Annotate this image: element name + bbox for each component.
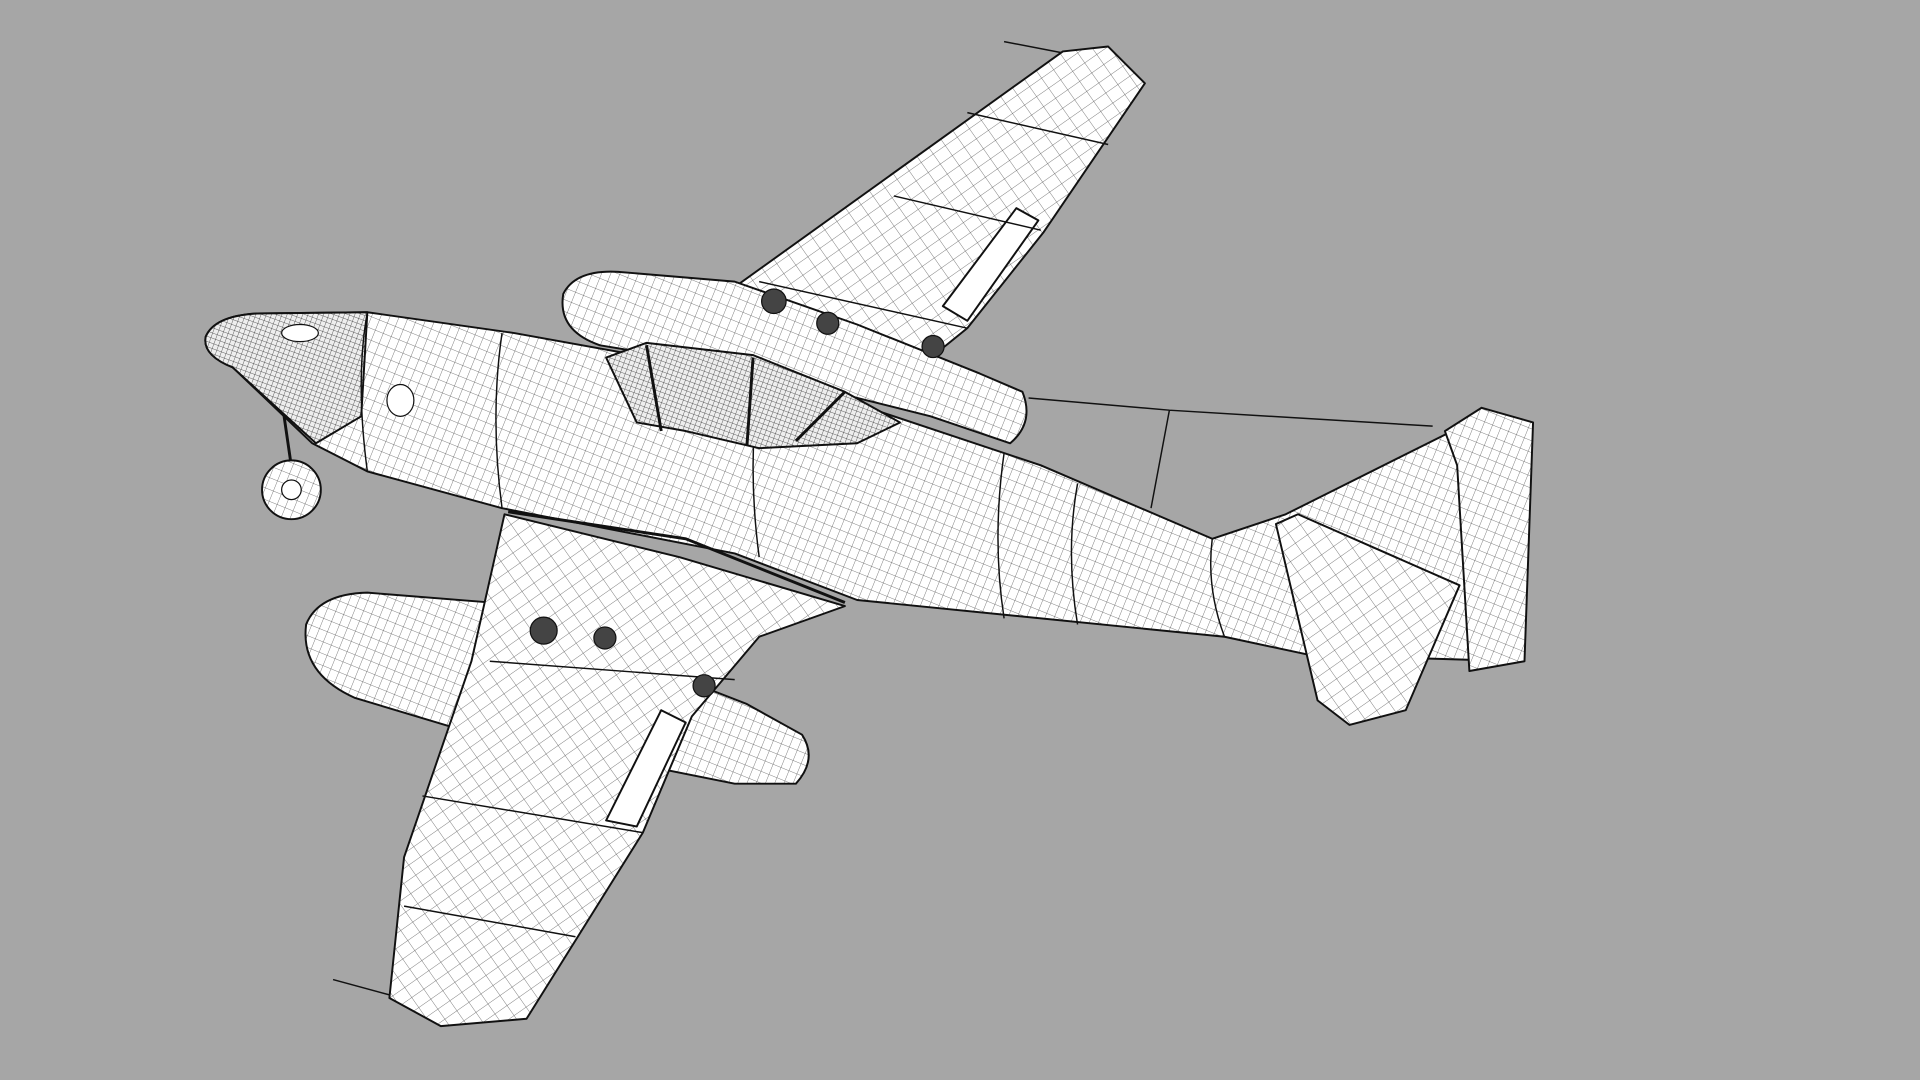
upper-engine-nacelle bbox=[561, 270, 1028, 445]
fuselage-frame-lines bbox=[360, 312, 1226, 637]
nose-hatch bbox=[281, 323, 319, 343]
horizontal-stabilizer bbox=[1274, 513, 1461, 726]
upper-wing-panel-lines bbox=[759, 111, 1109, 329]
lower-wing bbox=[388, 513, 846, 1028]
nose-gear-hub bbox=[281, 479, 302, 501]
upper-wing-flap bbox=[941, 207, 1040, 322]
upper-hatch-3 bbox=[921, 334, 945, 359]
upper-hatch-1 bbox=[761, 288, 787, 315]
canopy-frame bbox=[645, 345, 846, 446]
nose-cone bbox=[204, 311, 369, 445]
upper-wingtip-pitot bbox=[1003, 40, 1068, 55]
fuselage-hatch bbox=[386, 383, 415, 417]
vertical-fin bbox=[1443, 406, 1535, 672]
upper-hatch-2 bbox=[816, 311, 840, 335]
lower-wing-panel-lines bbox=[403, 660, 735, 938]
lower-hatch-3 bbox=[692, 674, 716, 698]
lower-wing-flap bbox=[605, 709, 687, 828]
wing-root-fairing bbox=[507, 510, 846, 604]
antenna-wire bbox=[1028, 397, 1433, 509]
lower-hatch-1 bbox=[529, 616, 558, 645]
lower-wingtip-pitot bbox=[332, 978, 393, 997]
lower-hatch-2 bbox=[593, 626, 617, 650]
